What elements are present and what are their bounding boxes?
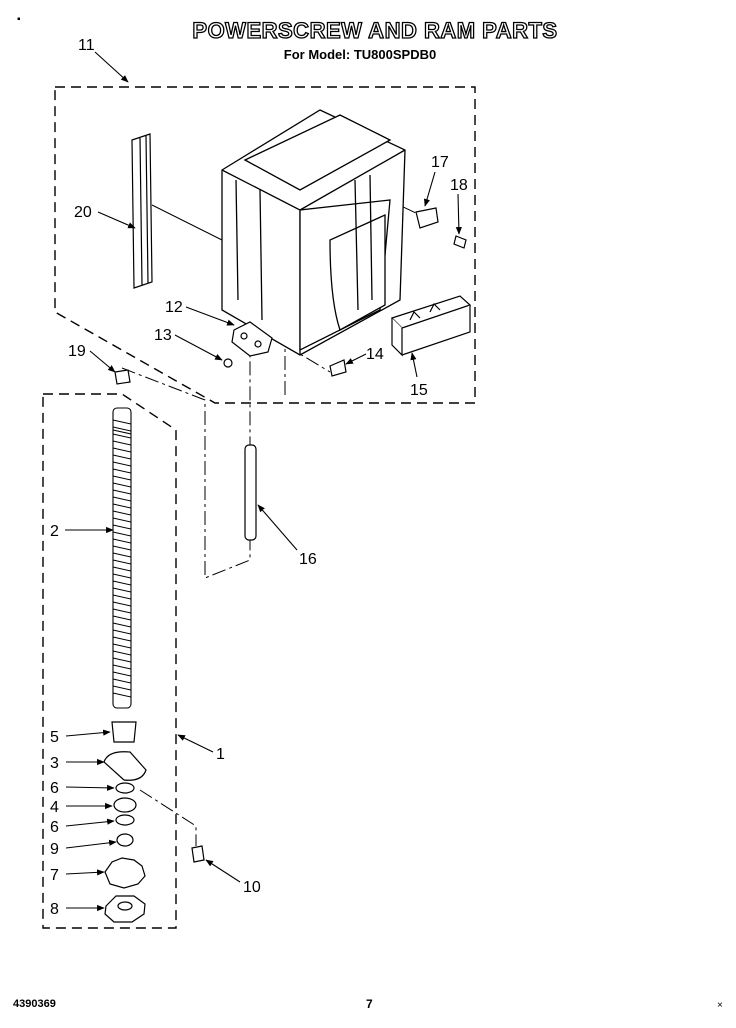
powerscrew-assembly-outline <box>42 393 177 929</box>
thread-line <box>112 657 132 663</box>
callout-6a: 6 <box>50 780 59 797</box>
thread-line <box>112 447 132 453</box>
ram-assembly-outline <box>54 86 476 404</box>
callout-2: 2 <box>50 523 59 540</box>
bracket-part <box>390 295 472 357</box>
thread-line <box>112 685 132 691</box>
callout-13: 13 <box>154 327 172 344</box>
thread-line <box>112 636 132 642</box>
thread-line <box>112 573 132 579</box>
corner-mark-icon: × <box>717 1000 723 1011</box>
thread-line <box>112 615 132 621</box>
rod-part <box>244 444 257 541</box>
leader-lines <box>65 51 462 912</box>
thread-line <box>112 510 132 516</box>
thread-line <box>112 482 132 488</box>
pivot-bracket <box>223 321 273 368</box>
thread-line <box>112 531 132 537</box>
screw-part <box>329 359 347 377</box>
thread-line <box>112 622 132 628</box>
callout-labels: 11 20 12 13 19 17 18 14 15 16 2 1 5 3 6 … <box>50 37 468 918</box>
cap-part <box>114 369 131 385</box>
model-subtitle: For Model: TU800SPDB0 <box>283 47 437 62</box>
thread-line <box>112 461 132 467</box>
thread-line <box>112 587 132 593</box>
thread-line <box>112 517 132 523</box>
thread-line <box>112 643 132 649</box>
callout-16: 16 <box>299 551 317 568</box>
callout-15: 15 <box>410 382 428 399</box>
guide-strip <box>131 133 153 289</box>
thread-line <box>112 580 132 586</box>
thread-line <box>112 419 132 425</box>
thread-line <box>112 489 132 495</box>
page-title: POWERSCREW AND RAM PARTS <box>192 17 558 43</box>
clip-and-screw <box>415 207 467 249</box>
thread-line <box>112 664 132 670</box>
thread-line <box>112 566 132 572</box>
screw-part <box>191 845 205 863</box>
callout-18: 18 <box>450 177 468 194</box>
thread-line <box>112 496 132 502</box>
thread-line <box>112 629 132 635</box>
callout-6b: 6 <box>50 819 59 836</box>
thread-line <box>112 608 132 614</box>
callout-3: 3 <box>50 755 59 772</box>
thread-line <box>112 678 132 684</box>
thread-line <box>112 559 132 565</box>
drive-stack <box>103 721 147 923</box>
thread-line <box>112 524 132 530</box>
corner-mark-icon: ▪ <box>17 14 21 25</box>
thread-line <box>112 594 132 600</box>
thread-line <box>112 545 132 551</box>
document-number: 4390369 <box>13 998 56 1010</box>
callout-7: 7 <box>50 867 59 884</box>
thread-line <box>112 601 132 607</box>
thread-line <box>112 692 132 698</box>
thread-line <box>112 503 132 509</box>
callout-1: 1 <box>216 746 225 763</box>
callout-8: 8 <box>50 901 59 918</box>
callout-5: 5 <box>50 729 59 746</box>
thread-line <box>112 671 132 677</box>
callout-4: 4 <box>50 799 59 816</box>
thread-line <box>112 454 132 460</box>
thread-line <box>112 433 132 439</box>
callout-20: 20 <box>74 204 92 221</box>
thread-line <box>112 650 132 656</box>
page-number: 7 <box>366 997 373 1011</box>
screw-threads <box>112 419 132 698</box>
thread-line <box>112 475 132 481</box>
callout-14: 14 <box>366 346 384 363</box>
thread-line <box>112 426 132 432</box>
callout-17: 17 <box>431 154 449 171</box>
thread-line <box>112 440 132 446</box>
callout-12: 12 <box>165 299 183 316</box>
thread-line <box>112 468 132 474</box>
callout-11: 11 <box>78 37 95 54</box>
thread-line <box>112 552 132 558</box>
callout-10: 10 <box>243 879 261 896</box>
thread-line <box>112 538 132 544</box>
callout-19: 19 <box>68 343 86 360</box>
callout-9: 9 <box>50 841 59 858</box>
ram-housing <box>221 109 406 356</box>
powerscrew-part <box>112 407 132 709</box>
